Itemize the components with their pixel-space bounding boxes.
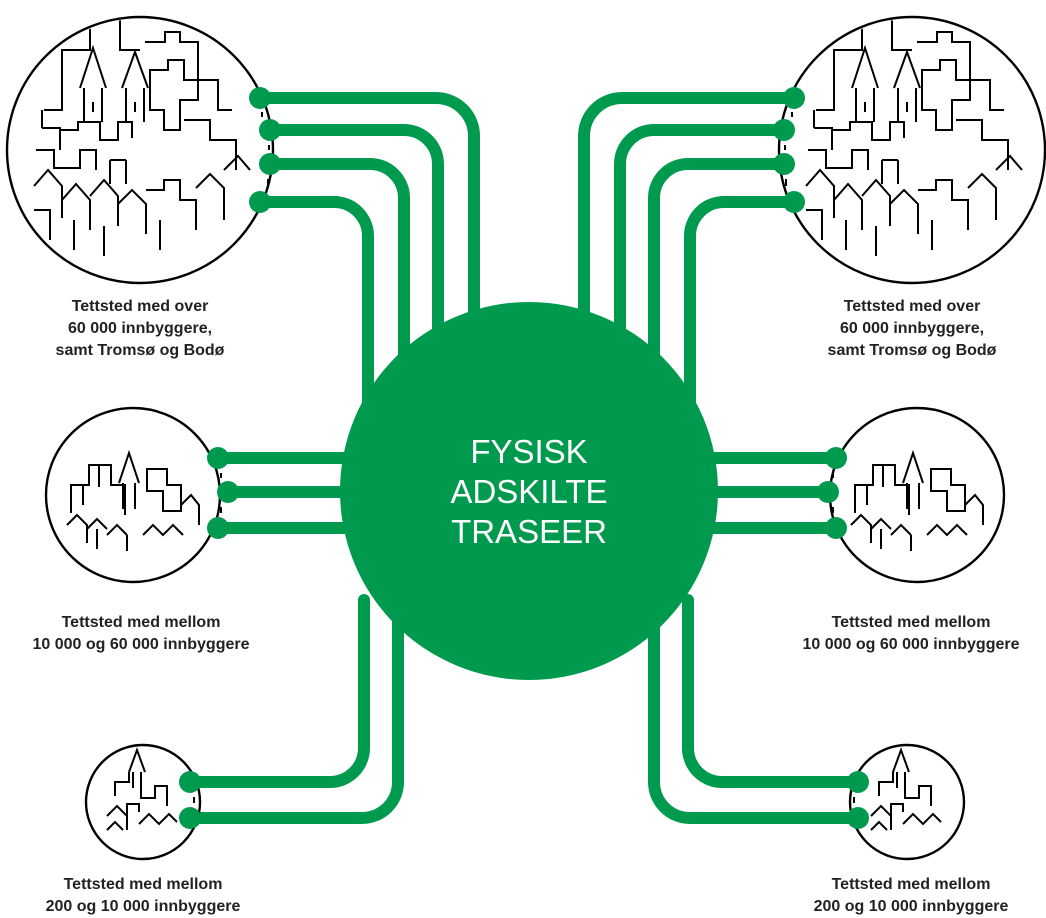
city-circle-large-left [5,15,275,285]
label-line: Tettsted med mellom [63,876,223,893]
label-small-left: Tettsted med mellom 200 og 10 000 innbyg… [46,874,241,918]
city-circle-medium-right [828,406,1006,584]
label-line: 10 000 og 60 000 innbyggere [802,636,1020,653]
label-line: Tettsted med mellom [61,614,221,631]
central-hub [340,302,718,680]
label-large-left: Tettsted med over 60 000 innbyggere, sam… [56,296,225,362]
label-line: 60 000 innbyggere, [67,320,213,337]
hub-title-line-1: FYSISK [470,433,588,470]
label-medium-right: Tettsted med mellom 10 000 og 60 000 inn… [803,612,1020,656]
hub-title: FYSISK ADSKILTE TRASEER [409,432,649,552]
city-circle-large-right [777,15,1046,285]
label-line: Tettsted med mellom [831,614,991,631]
label-line: 60 000 innbyggere, [839,320,985,337]
hub-title-line-3: TRASEER [451,513,607,550]
label-small-right: Tettsted med mellom 200 og 10 000 innbyg… [814,874,1009,918]
label-line: Tettsted med over [71,298,209,315]
label-line: Tettsted med over [843,298,981,315]
city-circle-small-right [848,743,966,861]
city-circle-small-left [84,743,202,861]
label-line: 200 og 10 000 innbyggere [45,898,241,915]
label-line: samt Tromsø og Bodø [827,342,997,359]
hub-title-line-2: ADSKILTE [450,473,608,510]
label-line: samt Tromsø og Bodø [55,342,225,359]
connector-dots [179,87,869,829]
label-line: 10 000 og 60 000 innbyggere [32,636,250,653]
label-medium-left: Tettsted med mellom 10 000 og 60 000 inn… [33,612,250,656]
label-large-right: Tettsted med over 60 000 innbyggere, sam… [828,296,997,362]
label-line: Tettsted med mellom [831,876,991,893]
label-line: 200 og 10 000 innbyggere [813,898,1009,915]
city-circle-medium-left [44,406,222,584]
